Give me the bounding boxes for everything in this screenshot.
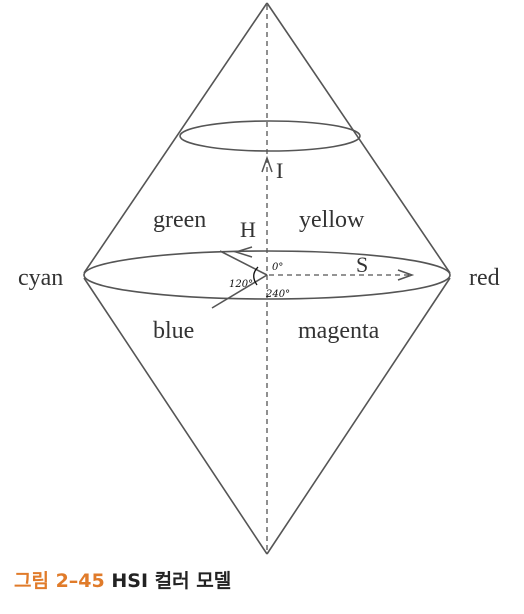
upper-left-edge bbox=[83, 2, 268, 274]
lower-left-edge bbox=[83, 277, 268, 555]
label-intensity: I bbox=[276, 158, 283, 183]
label-magenta: magenta bbox=[298, 318, 380, 344]
label-saturation: S bbox=[356, 252, 368, 277]
line-to-green bbox=[219, 250, 268, 276]
label-hue: H bbox=[240, 217, 256, 242]
intensity-arrow-icon bbox=[261, 155, 273, 173]
lower-right-edge bbox=[266, 277, 451, 555]
label-green: green bbox=[153, 207, 206, 233]
label-blue: blue bbox=[153, 318, 194, 344]
hue-arrow-icon bbox=[233, 246, 253, 258]
angle-arc-icon bbox=[253, 266, 259, 286]
annotation-angle-b: 120° bbox=[229, 279, 253, 290]
annotation-angle-a: 0° bbox=[272, 262, 283, 273]
figure-caption: 그림 2–45 HSI 컬러 모델 bbox=[14, 566, 231, 593]
label-cyan: cyan bbox=[18, 265, 63, 291]
caption-number: 그림 2–45 bbox=[14, 570, 105, 592]
line-to-blue bbox=[211, 274, 268, 309]
hsi-cone-diagram: cyan red green yellow blue magenta I H S… bbox=[18, 2, 500, 555]
caption-title: HSI 컬러 모델 bbox=[111, 570, 232, 592]
label-yellow: yellow bbox=[299, 207, 365, 233]
upper-ellipse bbox=[179, 120, 361, 152]
annotation-angle-c: 240° bbox=[265, 289, 290, 300]
label-red: red bbox=[469, 265, 500, 291]
saturation-arrow-icon bbox=[397, 269, 415, 281]
